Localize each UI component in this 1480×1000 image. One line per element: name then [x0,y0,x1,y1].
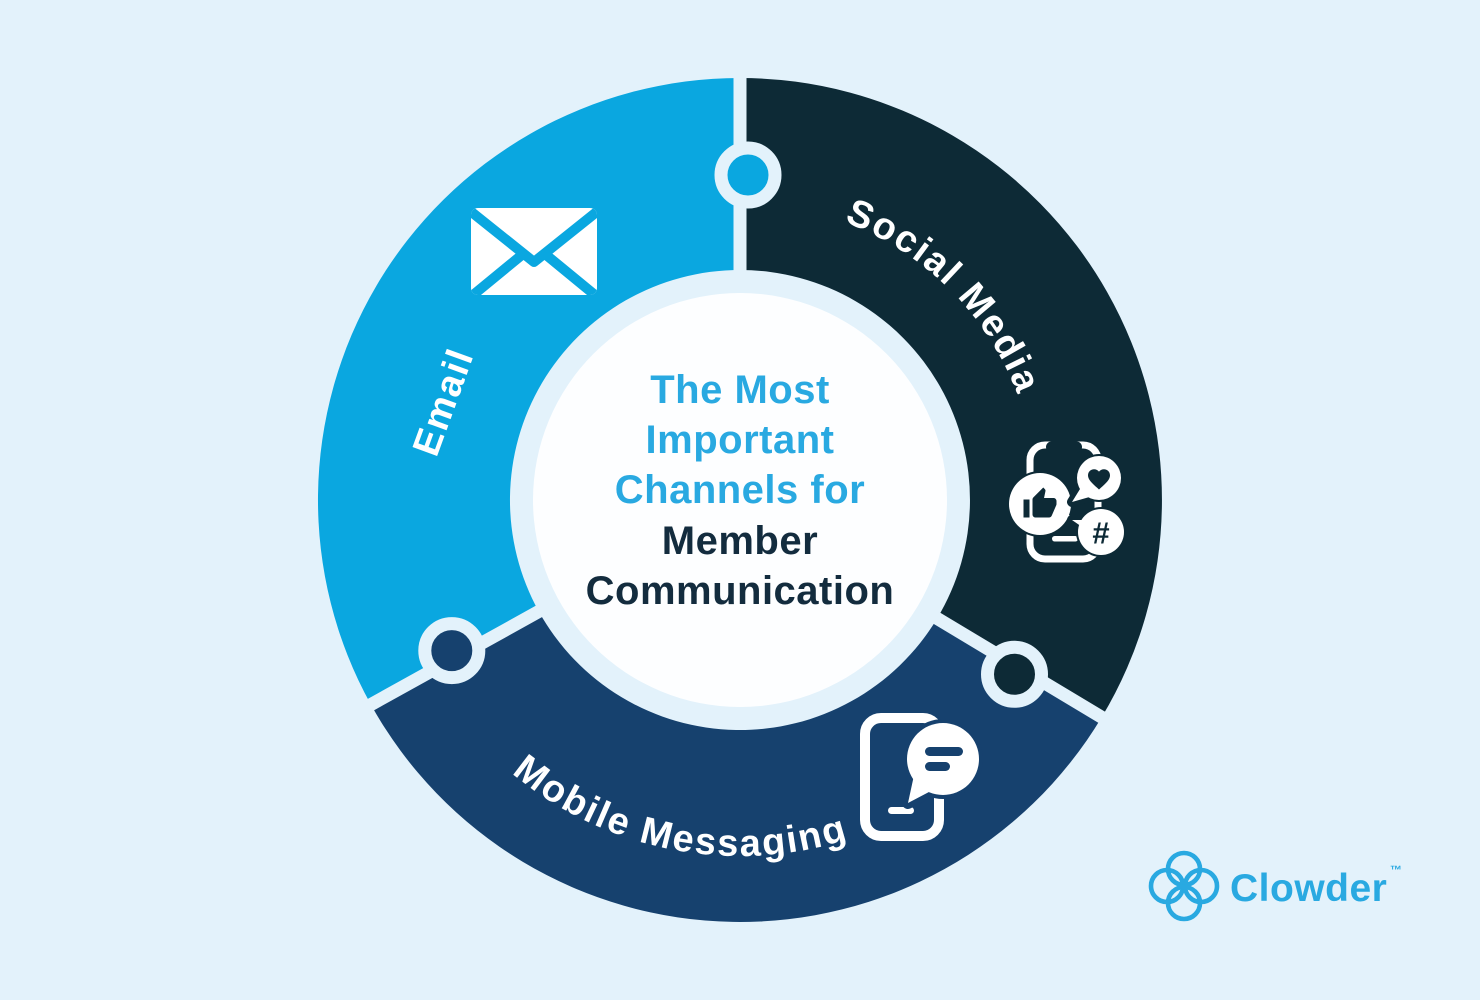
phone-chat-bubble-icon [860,713,983,841]
title-line-5: Communication [586,569,895,613]
chat-line-1 [925,747,963,756]
segment-email [317,78,740,705]
social-engagement-phone-icon: # [1007,441,1126,563]
center-circle [533,293,947,707]
trademark-symbol: ™ [1390,863,1402,877]
clowder-clover-icon [1148,850,1220,922]
clowder-wordmark: Clowder [1230,867,1387,910]
envelope-fold-lines [471,250,597,295]
thumbs-up-bubble-icon [1007,471,1076,537]
bubble-tail [1072,520,1098,538]
heart-bubble-icon [1067,454,1123,507]
clover-circle-bottom [1165,884,1203,922]
hashtag-bubble-icon: # [1067,507,1126,557]
channel-wheel: The Most Important Channels for Member C… [317,58,1162,922]
title-line-2: Important [646,418,835,462]
heart-icon [1088,469,1110,490]
puzzle-tab-email [714,141,782,209]
puzzle-tab-social [981,640,1048,708]
hashtag-icon: # [1092,516,1109,551]
infographic-title: The Most Important Channels for Member C… [586,368,895,613]
envelope-icon [471,208,597,295]
puzzle-tab-mobile [418,617,486,685]
thumbs-up-icon [1023,487,1057,518]
chat-line-2 [925,762,950,771]
chat-bubble [902,719,983,809]
phone-home-line [1052,536,1078,542]
phone-notch [1046,441,1082,453]
title-line-3: Channels for [615,468,865,512]
clowder-logo: Clowder ™ [1148,850,1402,922]
bubble-tail [908,766,948,803]
title-line-4: Member [662,519,818,563]
segment-mobile-messaging [370,611,1102,922]
title-line-1: The Most [650,368,830,412]
bubble-tail [1072,476,1100,502]
envelope-flap [471,208,597,267]
